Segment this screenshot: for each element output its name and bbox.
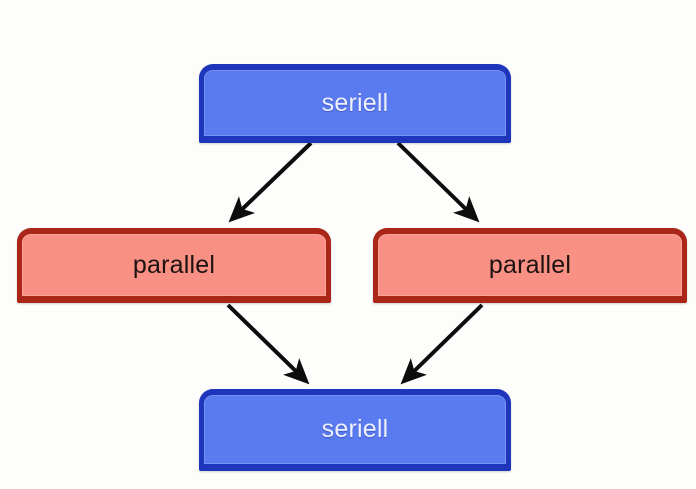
- edge-right-to-bottom: [400, 303, 484, 385]
- node-label: seriell: [321, 88, 389, 117]
- node-parallel-right[interactable]: parallel: [373, 228, 687, 303]
- node-seriell-bottom[interactable]: seriell: [199, 389, 511, 471]
- edge-top-to-left: [228, 141, 313, 223]
- node-parallel-left[interactable]: parallel: [17, 228, 331, 303]
- edge-top-to-right: [396, 141, 480, 223]
- node-label: parallel: [132, 250, 216, 279]
- node-seriell-top[interactable]: seriell: [199, 64, 511, 143]
- node-label: parallel: [488, 250, 572, 279]
- node-label: seriell: [321, 415, 389, 443]
- edge-left-to-bottom: [226, 303, 310, 385]
